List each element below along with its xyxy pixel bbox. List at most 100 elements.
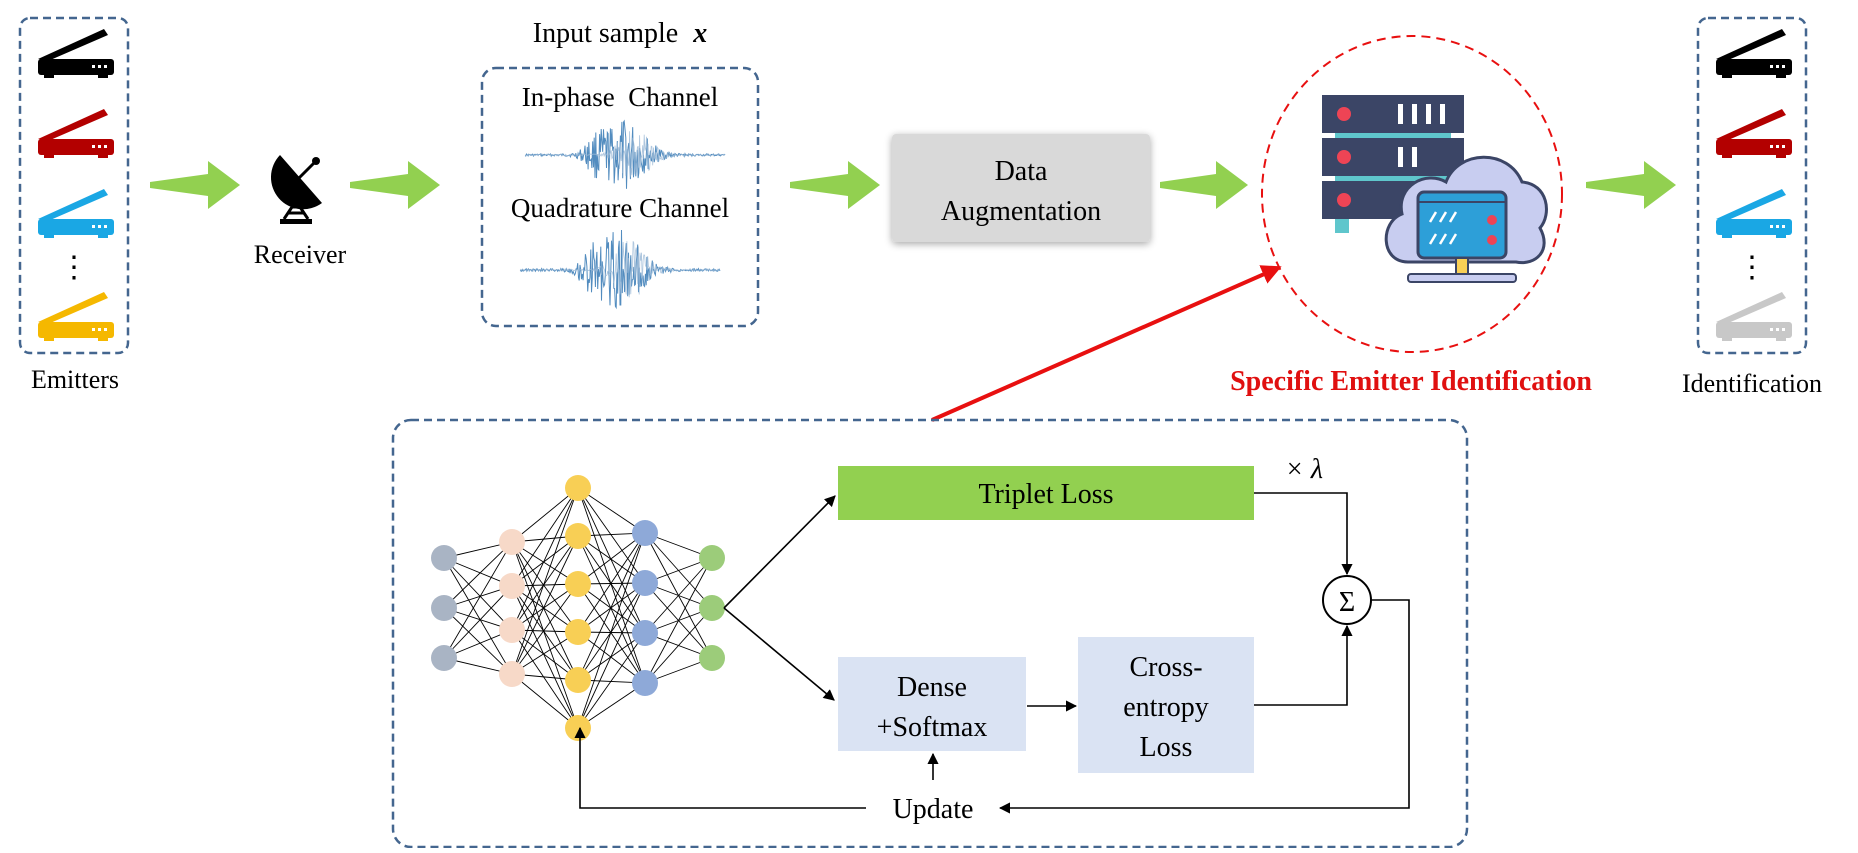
network-edge bbox=[577, 487, 646, 684]
network-neuron bbox=[632, 620, 658, 646]
sei-group: Specific Emitter Identification bbox=[1230, 35, 1592, 397]
network-edge bbox=[577, 583, 646, 684]
identification-label: Identification bbox=[1682, 369, 1822, 398]
input-sample-title-text: Input sample bbox=[533, 18, 678, 49]
network-edge bbox=[644, 607, 713, 684]
sei-link-arrow bbox=[931, 265, 1282, 422]
input-sample-symbol: x bbox=[692, 18, 707, 49]
identification-panel bbox=[1696, 16, 1808, 355]
input-sample-panel bbox=[480, 66, 760, 328]
network-edge bbox=[511, 541, 579, 729]
network-neuron bbox=[565, 619, 591, 645]
update-to-nn-arrow bbox=[574, 726, 866, 809]
network-neuron bbox=[565, 523, 591, 549]
network-edge bbox=[511, 535, 579, 587]
triplet-loss-weight: × λ bbox=[1285, 454, 1323, 485]
network-edge bbox=[443, 541, 513, 609]
network-edge bbox=[443, 557, 513, 631]
emitters-panel bbox=[18, 16, 130, 355]
in-phase-channel-label: In-phase Channel bbox=[522, 82, 718, 112]
network-neuron bbox=[565, 667, 591, 693]
network-neuron bbox=[431, 545, 457, 571]
network-edge bbox=[511, 673, 579, 729]
training-group: Triplet Loss × λ Dense +Softmax Cross- e… bbox=[391, 418, 1469, 849]
identification-group: ⋮ Identification bbox=[1682, 16, 1822, 398]
network-edge bbox=[511, 585, 579, 633]
flow-arrow bbox=[150, 161, 240, 209]
network-edge bbox=[443, 607, 513, 675]
training-panel bbox=[391, 418, 1469, 849]
cross-entropy-box bbox=[1078, 637, 1254, 773]
network-edge bbox=[577, 487, 646, 534]
receiver-group: Receiver bbox=[254, 155, 347, 269]
network-neuron bbox=[699, 545, 725, 571]
cross-entropy-line2: entropy bbox=[1123, 692, 1209, 723]
emitters-label: Emitters bbox=[31, 365, 119, 394]
network-edge bbox=[577, 487, 646, 584]
network-neuron bbox=[565, 475, 591, 501]
network-edge bbox=[511, 629, 579, 729]
network-edge bbox=[577, 535, 646, 634]
emitter-devices bbox=[38, 29, 114, 341]
network-edge bbox=[511, 541, 579, 633]
softmax-label: +Softmax bbox=[877, 712, 988, 743]
satellite-dish-icon bbox=[270, 155, 322, 224]
network-neuron bbox=[499, 661, 525, 687]
data-augmentation-line2: Augmentation bbox=[941, 196, 1101, 227]
network-edge bbox=[577, 631, 646, 684]
data-augmentation-box bbox=[892, 134, 1150, 242]
receiver-label: Receiver bbox=[254, 240, 347, 269]
network-neuron bbox=[699, 595, 725, 621]
triplet-loss-label: Triplet Loss bbox=[978, 479, 1113, 510]
neural-network bbox=[431, 475, 725, 741]
network-edge bbox=[511, 487, 579, 631]
cross-entropy-line3: Loss bbox=[1140, 732, 1193, 763]
sei-label: Specific Emitter Identification bbox=[1230, 366, 1592, 397]
network-edge bbox=[577, 532, 646, 633]
input-sample-group: Input sample x In-phase Channel Quadratu… bbox=[480, 18, 760, 328]
identified-device-icon bbox=[1716, 292, 1792, 341]
emitter-device-icon bbox=[38, 29, 114, 78]
network-edge bbox=[443, 541, 513, 659]
nn-to-triplet-arrow bbox=[723, 495, 836, 609]
ce-to-sum-arrow bbox=[1254, 624, 1353, 706]
network-edge bbox=[644, 557, 713, 634]
network-edge bbox=[511, 535, 579, 631]
emitter-device-icon bbox=[38, 292, 114, 341]
network-neuron bbox=[632, 570, 658, 596]
data-augmentation-line1: Data bbox=[995, 156, 1048, 187]
identification-devices bbox=[1716, 29, 1792, 341]
network-edge bbox=[511, 585, 579, 729]
network-edge bbox=[577, 532, 646, 585]
flow-arrow bbox=[1160, 161, 1248, 209]
flow-arrow bbox=[350, 161, 440, 209]
flow-arrow bbox=[1586, 161, 1676, 209]
emitter-device-icon bbox=[38, 109, 114, 158]
network-edge bbox=[511, 629, 579, 681]
sum-to-update-arrow bbox=[998, 599, 1410, 814]
server-rack-icon bbox=[1322, 95, 1464, 233]
network-edge bbox=[577, 487, 646, 634]
network-neuron bbox=[565, 571, 591, 597]
network-edge bbox=[511, 535, 579, 675]
network-neuron bbox=[499, 617, 525, 643]
network-edge bbox=[511, 541, 579, 585]
network-edge bbox=[443, 557, 513, 675]
cross-entropy-line1: Cross- bbox=[1129, 652, 1202, 683]
network-neuron bbox=[431, 645, 457, 671]
sum-symbol: Σ bbox=[1339, 587, 1355, 618]
network-neuron bbox=[499, 573, 525, 599]
server-cloud-icon bbox=[1322, 95, 1548, 283]
network-edge bbox=[577, 632, 646, 729]
emitters-ellipsis: ⋮ bbox=[59, 251, 89, 284]
data-augmentation-group: Data Augmentation bbox=[892, 134, 1150, 242]
network-edge bbox=[577, 535, 646, 684]
network-neuron bbox=[565, 715, 591, 741]
network-edge bbox=[511, 631, 579, 675]
in-phase-waveform bbox=[524, 119, 726, 189]
dense-softmax-box bbox=[838, 657, 1026, 751]
network-neuron bbox=[632, 520, 658, 546]
network-edge bbox=[511, 487, 579, 675]
emitter-device-icon bbox=[38, 189, 114, 238]
